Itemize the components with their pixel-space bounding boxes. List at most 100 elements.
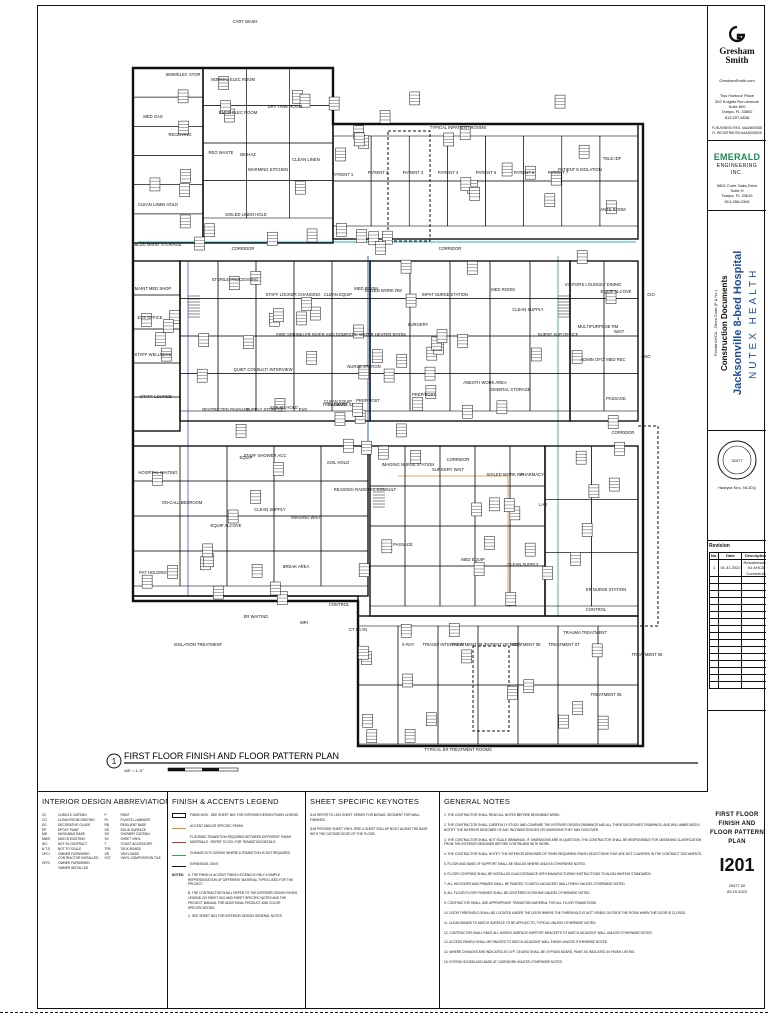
room-label: EQUIP ALCOVE (211, 523, 242, 528)
revision-cell (718, 596, 743, 605)
abbreviations-title: INTERIOR DESIGN ABBREVIATIONS (42, 797, 168, 806)
abbreviation-code: VB (104, 851, 109, 856)
engineer-logo: EMERALD (713, 152, 761, 162)
room-label: ER NURSE STATION (586, 587, 626, 592)
revision-cell (718, 673, 743, 682)
room (449, 335, 491, 374)
abbreviation-code: CC (42, 813, 47, 818)
revision-row-empty (708, 673, 766, 682)
room-label: SURGERY WAIT (432, 467, 464, 472)
room-label: CORRIDOR (232, 246, 255, 251)
architect-website: GreshamSmith.com (719, 77, 755, 83)
room (603, 373, 639, 412)
abbreviation-meaning: DECORATIVE GLASS (58, 822, 91, 827)
room-label: PATIENT 2 (368, 170, 389, 175)
engineer-subtitle: ENGINEERING INC. (716, 163, 758, 176)
plan-title-number: 1 (112, 757, 117, 766)
general-note: 3. THE CONTRACTOR SHALL NOT SCALE DRAWIN… (444, 837, 702, 847)
room (561, 180, 601, 227)
abbreviation-meaning: PAINT (120, 813, 130, 818)
room (217, 373, 257, 412)
plan-zone (357, 615, 639, 747)
room (226, 445, 275, 482)
room-label: CLEAN SUPPLY (254, 507, 286, 512)
room (474, 445, 511, 487)
revision-row-empty (708, 666, 766, 675)
room-label: CT SCAN (349, 627, 367, 632)
revision-cell (741, 673, 766, 682)
revision-cell (718, 589, 743, 598)
revision-header-cell: Date (718, 551, 743, 560)
room-label: CIO (647, 292, 655, 297)
abbreviation-code: EP (42, 827, 47, 832)
room-label: QUIET CONSULT/ INTERVIEW (233, 367, 292, 372)
finish-legend-item: EXPANSION JOINT (172, 862, 301, 867)
general-note: 9. CONTRACTOR SHALL USE APPROPRIATE TRAN… (444, 901, 597, 906)
architect-address-line: Two Harbour Place (719, 93, 754, 99)
room-label: SOILED WORK RM (486, 472, 524, 477)
revision-cell (741, 596, 766, 605)
room (489, 335, 531, 374)
plan-scale: 1/8" = 1'-0" (124, 768, 144, 773)
revision-cell (741, 659, 766, 668)
room-label: PATIENT 5 (476, 170, 497, 175)
abbreviation-meaning: NOT IN CONTRACT (58, 842, 88, 847)
room (370, 180, 410, 227)
room-label: CONTROL (329, 602, 350, 607)
room-label: PHARMACY (520, 472, 544, 477)
revision-cell (741, 617, 766, 626)
room-label: NURSE STATION (347, 364, 380, 369)
room-label: LAB (539, 502, 547, 507)
room-label: IMAGING NURSE STATION (382, 462, 435, 467)
room-label: ON-CALL BEDROOM (162, 500, 203, 505)
abbreviation-meaning: NOT TO SCALE (58, 846, 82, 851)
room-label: BIOHAZ (240, 152, 256, 157)
engineer-block: EMERALD ENGINEERING INC. 9802 Curie Oaks… (708, 141, 766, 211)
plan-title: FIRST FLOOR FINISH AND FLOOR PATTERN PLA… (124, 751, 339, 761)
room-label: WAIT (614, 329, 625, 334)
revision-cell (741, 631, 766, 640)
revision-cell (741, 666, 766, 675)
room (517, 625, 559, 686)
graphic-scale-segment (168, 768, 185, 771)
plan-zone (369, 260, 571, 422)
revision-table: No.DateDescription101.31.2022Resubmissio… (708, 551, 766, 689)
revision-cell (718, 624, 743, 633)
room-label: MRI (300, 620, 308, 625)
room-label: PASSAGE (606, 396, 626, 401)
general-note: 4. THE CONTRACTOR SHALL NOTIFY THE INTER… (444, 852, 703, 857)
finish-legend-panel: FINISH & ACCENTS LEGEND FINISH BOX - SEE… (168, 792, 306, 1008)
room-label: PREP/POST (356, 398, 380, 403)
room (523, 180, 563, 227)
room-label: PASSAGE (393, 542, 413, 547)
abbreviation-meaning: SHOWER CURTAIN (120, 832, 150, 837)
seal-number: 32477 (731, 458, 743, 463)
room-label: ER WAITING (244, 614, 269, 619)
room-label: PREP/POST (412, 392, 436, 397)
sheet-date: 09.15.2022 (726, 888, 748, 894)
sheet-id-block: FIRST FLOOR FINISH AND FLOOR PATTERN PLA… (708, 711, 766, 1007)
room-label: SOILED LINEN HOLD (225, 212, 267, 217)
revision-row-empty (708, 596, 766, 605)
project-name: Jacksonville 8-bed Hospital (732, 250, 745, 396)
finish-swatch-icon (172, 851, 186, 856)
finish-legend-title: FINISH & ACCENTS LEGEND (172, 797, 279, 806)
abbreviation-code: DG (42, 822, 47, 827)
finish-note: C. SEE SHEET I601 FOR INTERIOR DESIGN GE… (188, 914, 283, 919)
room (509, 445, 546, 487)
abbreviation-code: NIC (42, 842, 48, 847)
room-label: TREATMENT 08 (509, 642, 541, 647)
room (477, 625, 519, 686)
room-label: CLEAN SUPPLY (512, 307, 544, 312)
abbreviation-row: N.T.S.NOT TO SCALE (42, 847, 101, 852)
room (517, 684, 559, 745)
